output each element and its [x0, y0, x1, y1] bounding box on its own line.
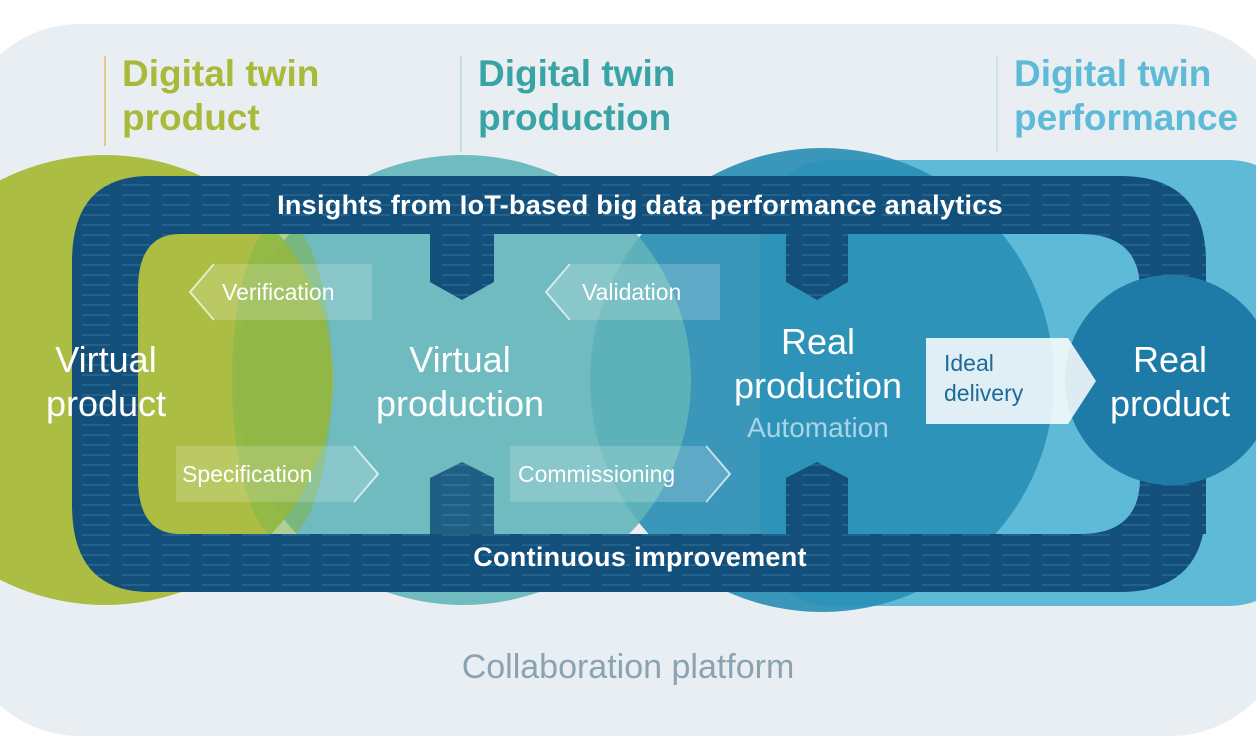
verification-label: Verification: [222, 279, 335, 305]
overlap-lens: [232, 220, 332, 540]
verification-chevron: [188, 263, 215, 321]
loop-bottom-label: Continuous improvement: [473, 542, 807, 572]
header-divider-performance: [996, 56, 998, 152]
improvement-loop: [72, 176, 1206, 592]
ideal-delivery-arrow: [926, 338, 1096, 424]
specification-arrow: [176, 446, 378, 502]
validation-arrow: [546, 264, 720, 320]
connector-production: [430, 234, 494, 300]
header-divider-production: [460, 56, 462, 152]
real-production-label: Real production: [733, 321, 903, 406]
validation-label: Validation: [582, 279, 682, 305]
real-production-circle: [590, 148, 1054, 612]
ideal-delivery-label: Ideal delivery: [944, 350, 1024, 406]
virtual-product-label: Virtual product: [45, 339, 167, 424]
specification-chevron: [353, 445, 380, 503]
connector-bottom-production: [430, 462, 494, 534]
header-digital-twin-product: Digital twin product: [122, 53, 320, 138]
real-production-sublabel: Automation: [747, 412, 889, 443]
header-divider-product: [104, 56, 106, 146]
virtual-production-label: Virtual production: [375, 339, 545, 424]
commissioning-arrow: [510, 446, 730, 502]
header-digital-twin-production: Digital twin production: [478, 53, 676, 138]
collaboration-platform-label: Collaboration platform: [461, 648, 795, 686]
connector-product: [76, 234, 136, 300]
virtual-production-circle: [235, 155, 691, 605]
commissioning-label: Commissioning: [518, 461, 676, 487]
verification-arrow: [190, 264, 372, 320]
header-digital-twin-performance: Digital twin performance: [1014, 53, 1239, 138]
connector-bottom-real-production: [786, 462, 848, 534]
real-product-label: Real product: [1109, 339, 1231, 424]
commissioning-chevron: [705, 445, 732, 503]
loop-top-label: Insights from IoT-based big data perform…: [277, 190, 1003, 220]
connector-bottom-product: [76, 462, 136, 534]
connector-real-production: [786, 234, 848, 300]
real-product-circle: [1065, 275, 1256, 485]
specification-label: Specification: [182, 461, 313, 487]
validation-chevron: [544, 263, 571, 321]
